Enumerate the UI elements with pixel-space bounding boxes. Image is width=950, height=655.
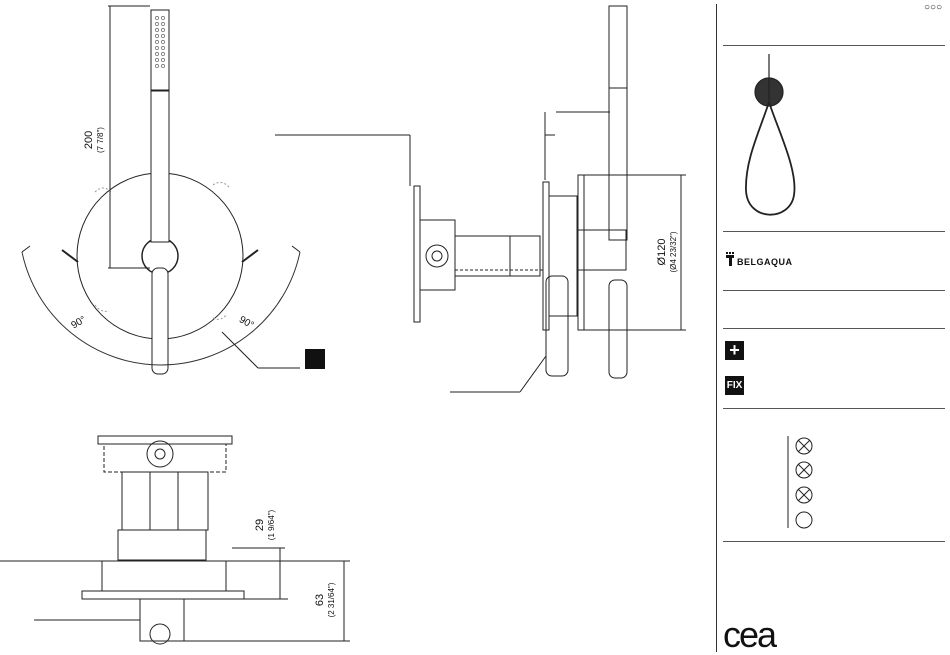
dim-diameter: Ø120 <box>656 239 668 266</box>
dim-depth-min: 29 <box>254 519 266 531</box>
hand-shower <box>151 10 169 242</box>
lever <box>152 268 168 374</box>
front-view <box>22 6 300 374</box>
finish-indicators <box>788 436 812 528</box>
dim-depth-max: 63 <box>314 594 326 606</box>
dim-handle-length-in: (7 7/8") <box>96 127 105 153</box>
sidebar-rule <box>723 328 945 329</box>
belgaqua-icon <box>726 252 734 266</box>
sidebar-rule <box>723 231 945 232</box>
cea-logo: cea <box>723 617 775 653</box>
crossed-circle-icon <box>796 438 812 454</box>
dim-depth-min-in: (1 9/64") <box>267 509 276 540</box>
crossed-circle-icon <box>796 462 812 478</box>
dim-handle-length: 200 <box>83 131 95 149</box>
dim-rotation-right: 90° <box>237 314 256 331</box>
plus-badge: + <box>725 341 744 360</box>
sidebar-rule <box>723 45 945 46</box>
sidebar-rule <box>723 408 945 409</box>
dim-diameter-in: (Ø4 23/32") <box>669 231 678 272</box>
fix-badge: FIX <box>725 376 744 395</box>
sidebar-rule <box>723 541 945 542</box>
product-thumbnail <box>746 54 795 215</box>
bottom-view <box>0 436 350 644</box>
sidebar-divider <box>716 4 717 652</box>
empty-circle-icon <box>796 512 812 528</box>
plus-callout-symbol: + <box>310 349 321 369</box>
sidebar-rule <box>723 290 945 291</box>
dim-depth-max-in: (2 31/64") <box>327 582 336 617</box>
side-view <box>275 6 686 392</box>
dim-rotation-left: 90° <box>69 314 88 331</box>
corner-mark: ○○○ <box>924 2 942 13</box>
crossed-circle-icon <box>796 487 812 503</box>
brand-label: BELGAQUA <box>737 257 793 267</box>
